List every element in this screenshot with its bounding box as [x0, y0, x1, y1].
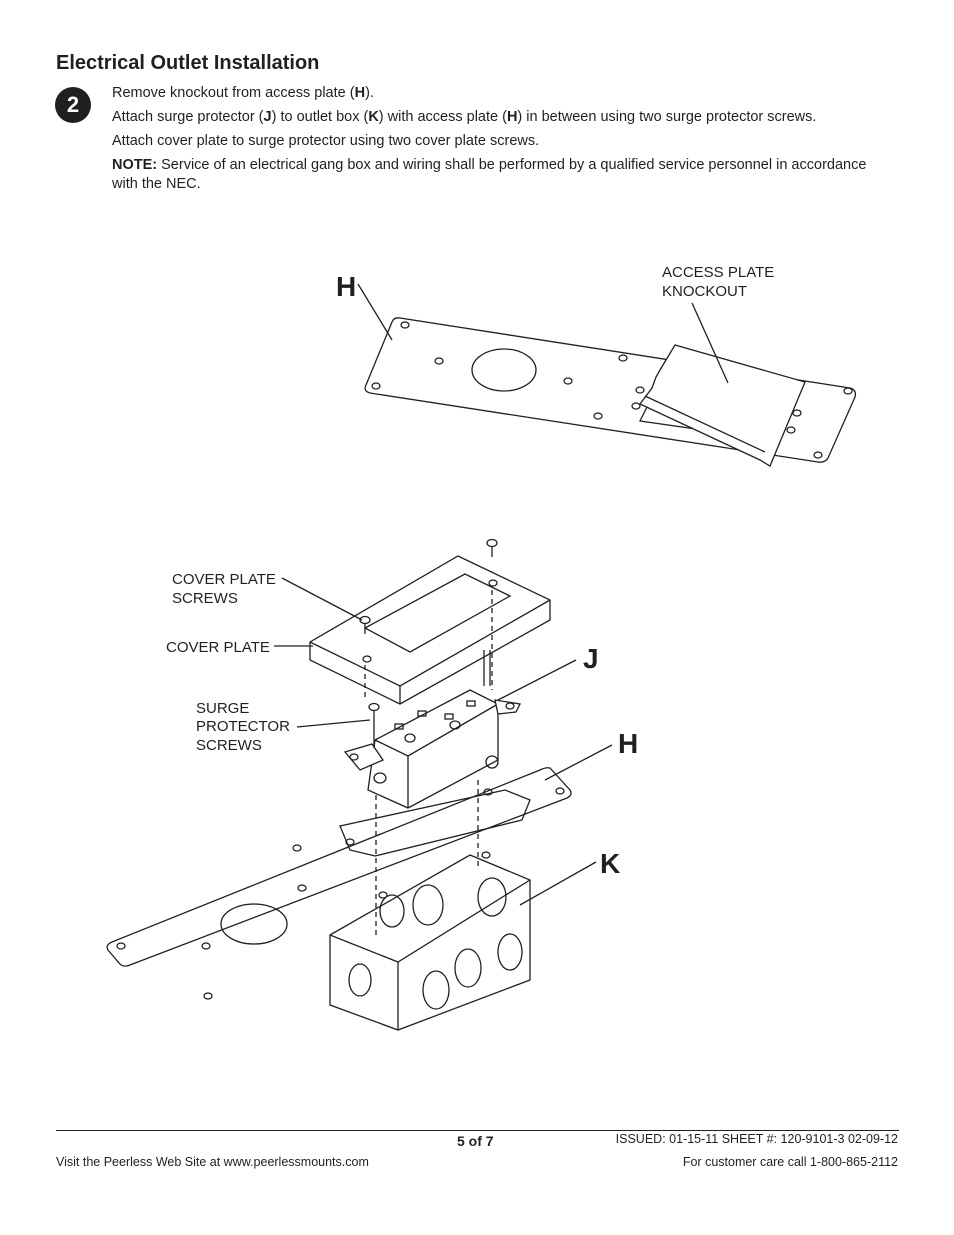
page-number: 5 of 7 [457, 1133, 494, 1149]
label-j: J [583, 643, 599, 674]
cover-plate-screws [359, 538, 498, 634]
instruction-note: NOTE: Service of an electrical gang box … [112, 157, 867, 192]
leader-cover-screws [281, 577, 363, 621]
label-knockout: KNOCKOUT [662, 283, 747, 300]
footer-divider [56, 1130, 899, 1131]
label-cover-plate: COVER PLATE [166, 639, 270, 656]
leader-h-top [357, 283, 393, 341]
alignment-lines [364, 590, 493, 935]
website-text: Visit the Peerless Web Site at www.peerl… [56, 1155, 369, 1169]
leader-surge-screws [296, 719, 371, 728]
outlet-box [329, 854, 531, 1031]
instruction-remove-knockout: Remove knockout from access plate (H). [112, 85, 374, 101]
label-surge-1: SURGE [196, 700, 249, 717]
issued-info: ISSUED: 01-15-11 SHEET #: 120-9101-3 02-… [615, 1132, 898, 1146]
surge-protector-screws [368, 650, 491, 748]
label-h-top: H [336, 271, 356, 302]
customer-care-text: For customer care call 1-800-865-2112 [682, 1155, 898, 1169]
instruction-attach-cover-plate: Attach cover plate to surge protector us… [112, 133, 540, 149]
label-surge-2: PROTECTOR [196, 718, 290, 735]
label-h-bottom: H [618, 728, 638, 759]
leader-h-bottom [544, 744, 613, 781]
label-access-plate: ACCESS PLATE [662, 264, 774, 281]
access-plate-bottom [106, 767, 572, 1000]
label-k: K [600, 848, 620, 879]
page-title: Electrical Outlet Installation [56, 52, 320, 74]
leader-j [497, 659, 577, 701]
knockout-piece [638, 344, 806, 467]
instructions: Remove knockout from access plate (H). A… [112, 84, 892, 199]
cover-plate [309, 555, 551, 705]
instruction-attach-surge-protector: Attach surge protector (J) to outlet box… [112, 109, 817, 125]
label-cover-plate-screws-2: SCREWS [172, 590, 238, 607]
leader-k [519, 861, 597, 906]
label-surge-3: SCREWS [196, 737, 262, 754]
leader-knockout [691, 302, 729, 384]
step-number-badge: 2 [55, 87, 91, 123]
surge-protector [343, 689, 521, 809]
label-cover-plate-screws-1: COVER PLATE [172, 571, 276, 588]
